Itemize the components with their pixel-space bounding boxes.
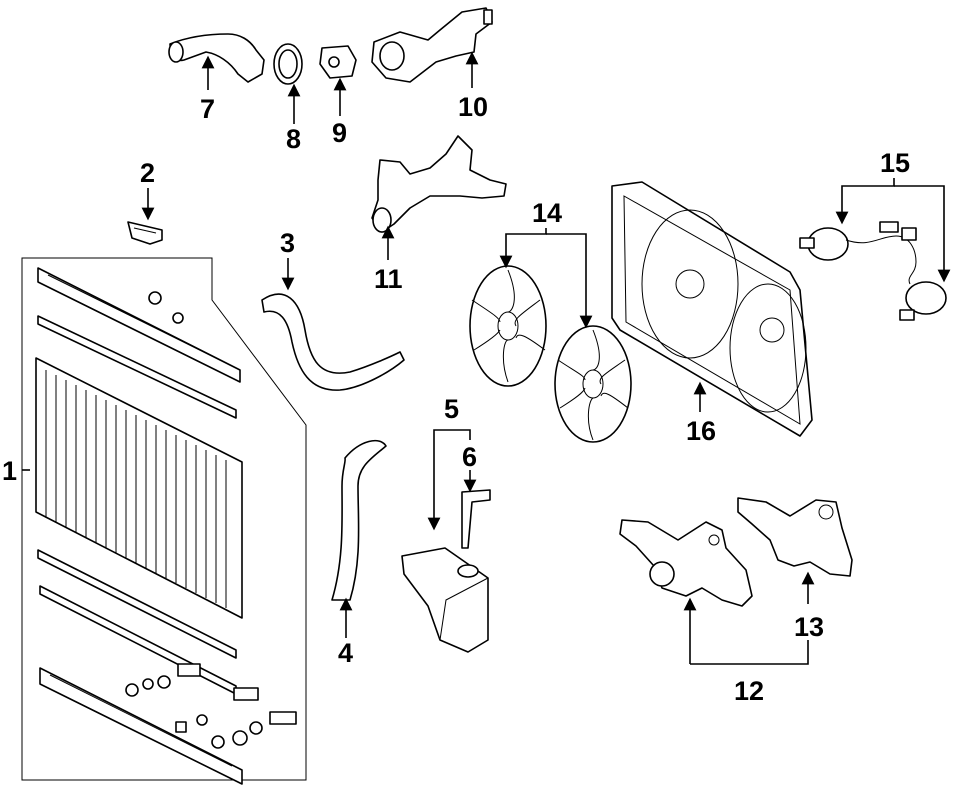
thermostat <box>319 45 357 79</box>
lower-radiator-hose <box>331 439 387 601</box>
callout-13: 13 <box>794 612 824 642</box>
callout-8: 8 <box>286 124 301 154</box>
callout-11: 11 <box>374 264 403 294</box>
callout-6: 6 <box>462 442 477 472</box>
gasket <box>273 43 303 85</box>
callout-14: 14 <box>532 198 562 228</box>
water-inlet <box>371 135 507 233</box>
radiator-cap <box>127 221 163 245</box>
fan-motor-left <box>799 227 849 261</box>
water-pump <box>619 519 753 607</box>
callout-10: 10 <box>458 92 488 122</box>
leader-lines <box>22 51 951 665</box>
motor-wiring <box>845 221 917 285</box>
callout-16: 16 <box>686 416 716 446</box>
reservoir-hose <box>461 489 491 549</box>
fan-shroud <box>611 181 813 437</box>
callout-12: 12 <box>734 676 764 706</box>
water-pump-gasket <box>737 497 853 577</box>
fan-motor-right <box>899 281 947 321</box>
radiator-assembly <box>21 257 307 785</box>
fan-left <box>469 265 547 387</box>
callout-15: 15 <box>880 148 910 178</box>
callout-5: 5 <box>444 394 459 424</box>
callout-1: 1 <box>2 456 17 486</box>
callout-7: 7 <box>200 94 215 124</box>
callout-3: 3 <box>280 228 295 258</box>
radiator-fins <box>45 370 227 608</box>
callout-2: 2 <box>140 158 155 188</box>
callout-9: 9 <box>332 118 347 148</box>
fan-right <box>554 325 632 443</box>
callout-4: 4 <box>338 638 353 668</box>
coolant-reservoir <box>401 547 489 653</box>
thermostat-housing <box>371 7 493 83</box>
water-outlet-pipe <box>168 33 265 83</box>
upper-radiator-hose <box>261 293 405 391</box>
